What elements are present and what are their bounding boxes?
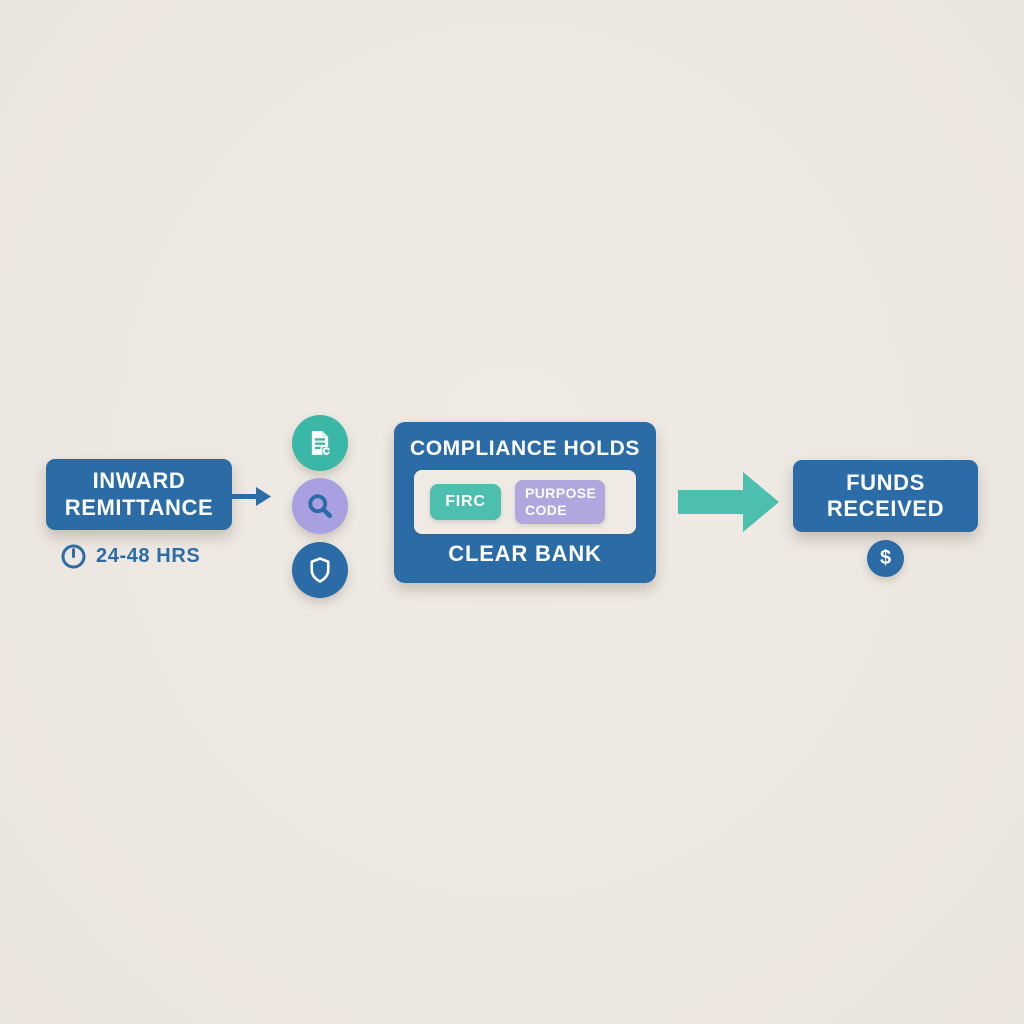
funds-received-node: FUNDS RECEIVED (793, 460, 978, 532)
search-check-circle (292, 478, 348, 534)
firc-chip: FIRC (430, 484, 501, 520)
shield-check-circle (292, 542, 348, 598)
document-icon (311, 431, 330, 455)
purpose-code-chip: PURPOSE CODE (515, 480, 605, 524)
shield-icon (310, 557, 330, 583)
big-arrow-right-icon (678, 472, 779, 532)
purpose-code-chip-label: PURPOSE CODE (525, 485, 597, 518)
clear-bank-label: CLEAR BANK (448, 541, 602, 566)
duration-row: 24-48 HRS (60, 543, 200, 570)
document-check-circle (292, 415, 348, 471)
inward-remittance-node: INWARD REMITTANCE (46, 459, 232, 530)
arrow-right-icon (230, 487, 271, 506)
inward-remittance-label: INWARD REMITTANCE (64, 468, 214, 520)
compliance-chips-panel: FIRC PURPOSE CODE (414, 470, 636, 534)
compliance-holds-title: COMPLIANCE HOLDS (409, 437, 641, 460)
clock-icon (61, 544, 86, 569)
duration-label: 24-48 HRS (96, 545, 201, 567)
funds-received-label: FUNDS RECEIVED (826, 469, 945, 521)
compliance-holds-node: COMPLIANCE HOLDS FIRC PURPOSE CODE CLEAR… (394, 422, 656, 583)
search-icon (308, 494, 332, 518)
dollar-icon: $ (867, 540, 904, 577)
firc-chip-label: FIRC (445, 493, 486, 510)
dollar-symbol: $ (879, 547, 892, 569)
